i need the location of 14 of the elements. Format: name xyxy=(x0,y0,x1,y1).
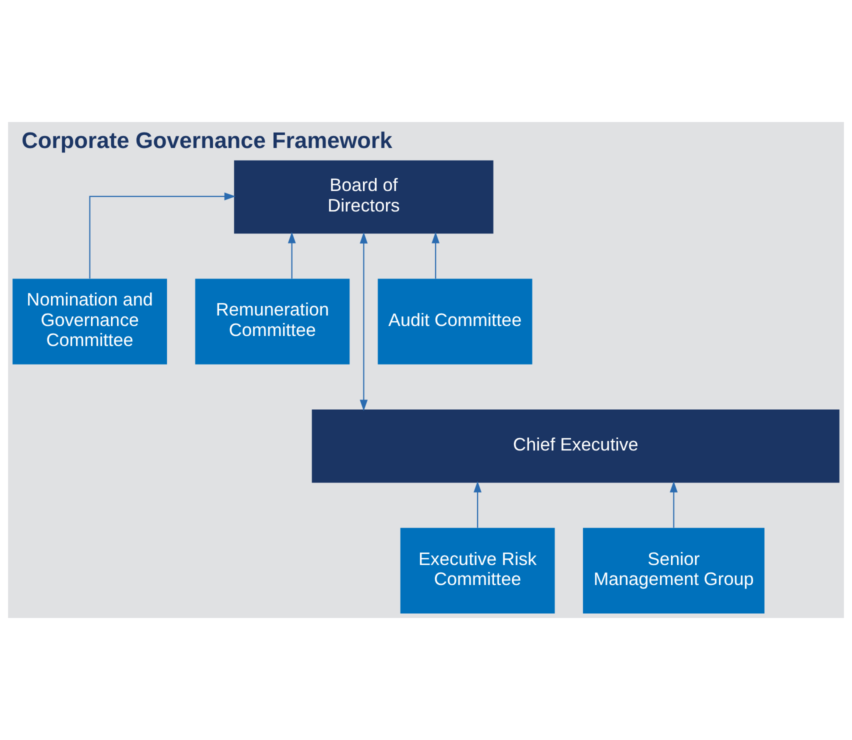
diagram-title: Corporate Governance Framework xyxy=(22,128,392,153)
arrow xyxy=(474,481,482,528)
arrow xyxy=(432,232,440,279)
node-box: Executive Risk Committee xyxy=(400,528,555,614)
node-box: Chief Executive xyxy=(312,409,840,483)
node-box: Board of Directors xyxy=(234,160,494,234)
node-box: Nomination and Governance Committee xyxy=(12,278,167,364)
arrow xyxy=(670,481,678,528)
node-box: Senior Management Group xyxy=(582,528,764,614)
node-box: Remuneration Committee xyxy=(195,278,350,364)
arrow xyxy=(288,232,296,279)
arrow xyxy=(89,192,236,278)
arrow xyxy=(360,232,368,412)
node-box: Audit Committee xyxy=(378,278,532,364)
